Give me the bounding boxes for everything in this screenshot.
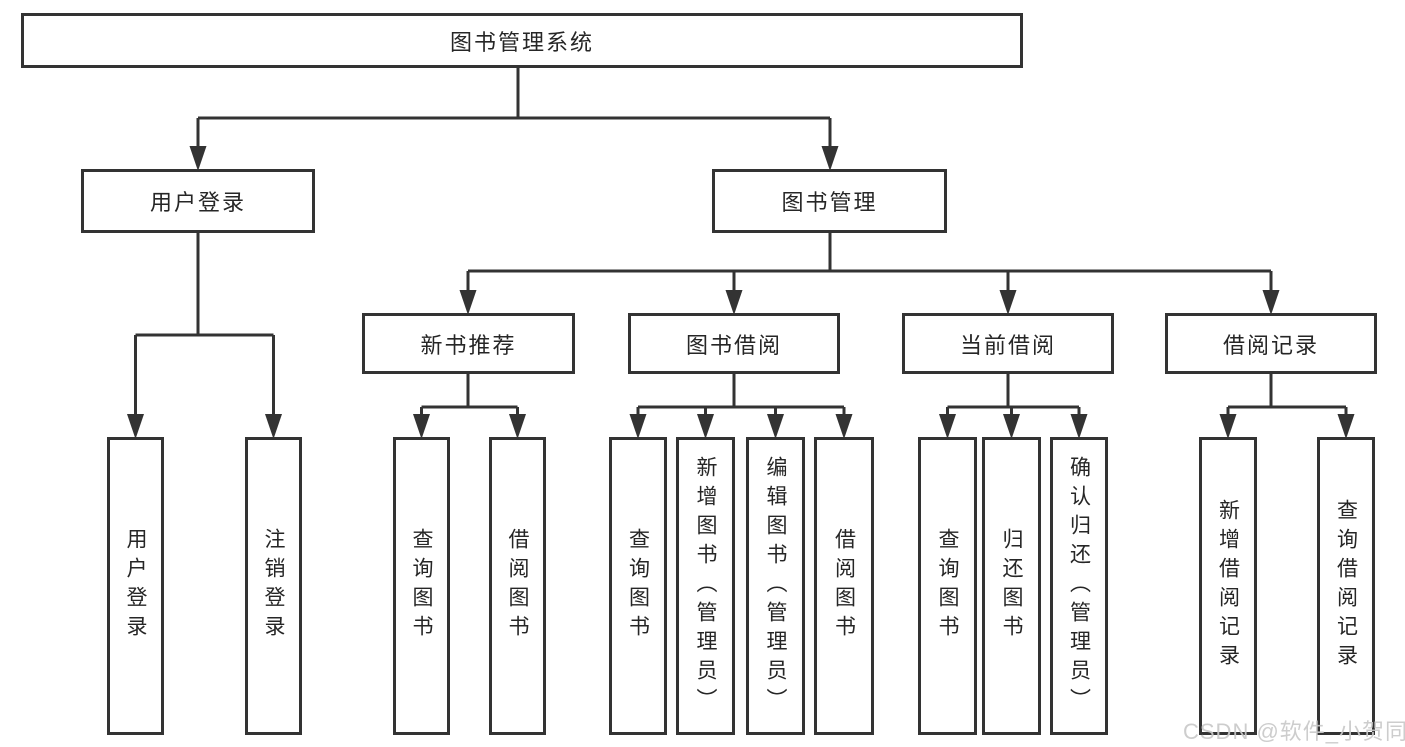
node-leaf-add-borrow-record: 新增借阅记录 (1199, 437, 1257, 735)
node-book-borrowing: 图书借阅 (628, 313, 840, 374)
node-new-book-recommend: 新书推荐 (362, 313, 575, 374)
node-leaf-borrow-books-2: 借阅图书 (814, 437, 874, 735)
node-label: 新书推荐 (420, 332, 517, 358)
arrowhead (189, 146, 207, 171)
node-leaf-query-books-1: 查询图书 (393, 437, 450, 735)
node-label: 用户登录 (149, 190, 246, 215)
node-leaf-add-book-admin: 新增图书（管理员） (676, 437, 735, 735)
node-library-management-system: 图书管理系统 (21, 13, 1023, 68)
node-leaf-user-login: 用户登录 (107, 437, 164, 735)
node-leaf-borrow-books-1: 借阅图书 (489, 437, 546, 735)
node-label: 注销登录 (262, 528, 285, 644)
arrowhead (509, 414, 526, 439)
arrowhead (1070, 414, 1088, 439)
arrowhead (629, 414, 647, 439)
node-leaf-query-borrow-record: 查询借阅记录 (1317, 437, 1375, 735)
node-label: 查询图书 (626, 528, 650, 644)
arrowhead (697, 414, 714, 439)
arrowhead (1262, 290, 1280, 315)
node-book-management-branch: 图书管理 (712, 169, 947, 233)
node-label: 查询图书 (410, 528, 433, 644)
node-label: 借阅图书 (832, 528, 856, 644)
node-borrowing-records: 借阅记录 (1165, 313, 1377, 374)
arrowhead (1003, 414, 1020, 439)
tree-edges (134, 66, 1348, 416)
arrowhead (413, 414, 430, 439)
arrowheads (127, 146, 1355, 439)
node-label: 用户登录 (124, 528, 147, 644)
arrowhead (821, 146, 839, 171)
node-user-login-branch: 用户登录 (81, 169, 315, 233)
node-leaf-logout: 注销登录 (245, 437, 302, 735)
node-current-borrowing: 当前借阅 (902, 313, 1114, 374)
node-label: 新增图书（管理员） (694, 455, 717, 717)
arrowhead (999, 290, 1017, 315)
node-leaf-query-books-2: 查询图书 (609, 437, 667, 735)
node-label: 新增借阅记录 (1216, 499, 1240, 673)
arrowhead (835, 414, 853, 439)
csdn-watermark: CSDN @软件_小贺同学 (1183, 719, 1405, 744)
node-label: 图书借阅 (685, 332, 782, 358)
node-label: 借阅记录 (1222, 332, 1319, 358)
node-label: 确认归还（管理员） (1067, 455, 1091, 717)
arrowhead (1219, 414, 1237, 439)
node-label: 图书管理 (781, 190, 878, 215)
arrowhead (127, 414, 144, 439)
node-label: 当前借阅 (959, 332, 1056, 358)
node-label: 查询借阅记录 (1334, 499, 1358, 673)
node-label: 编辑图书（管理员） (764, 455, 787, 717)
node-label: 归还图书 (1000, 528, 1023, 644)
node-label: 借阅图书 (506, 528, 529, 644)
arrowhead (265, 414, 282, 439)
arrowhead (725, 290, 743, 315)
arrowhead (1337, 414, 1355, 439)
arrowhead (939, 414, 956, 439)
node-label: 图书管理系统 (449, 29, 594, 55)
arrowhead (459, 290, 477, 315)
node-leaf-query-books-3: 查询图书 (918, 437, 977, 735)
node-leaf-edit-book-admin: 编辑图书（管理员） (746, 437, 805, 735)
node-label: 查询图书 (936, 528, 959, 644)
node-leaf-return-book: 归还图书 (982, 437, 1041, 735)
arrowhead (767, 414, 784, 439)
node-leaf-confirm-return-admin: 确认归还（管理员） (1050, 437, 1108, 735)
